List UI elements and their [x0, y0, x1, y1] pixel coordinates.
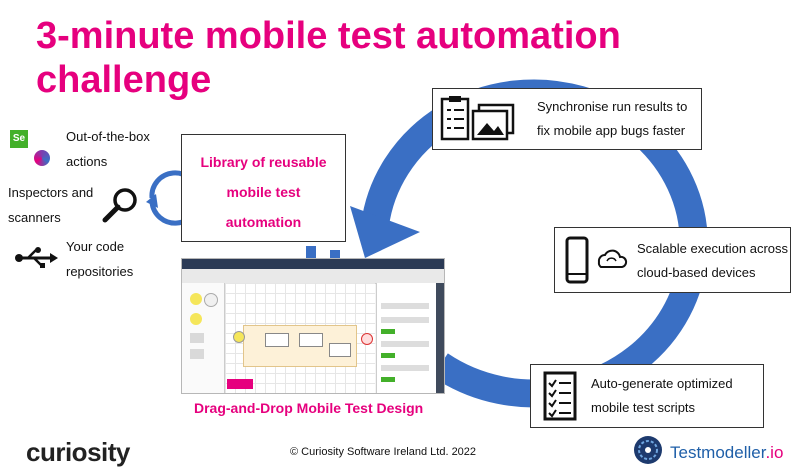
feature-label-line1: Your code: [66, 239, 125, 254]
clipboard-images-icon: [440, 96, 515, 141]
page-title: 3-minute mobile test automation challeng…: [36, 15, 621, 101]
callout-line2: mobile test scripts: [591, 400, 696, 415]
curiosity-logo: curiosity: [26, 437, 130, 467]
library-line1: Library of reusable: [200, 154, 327, 170]
callout-line1: Auto-generate optimized: [591, 376, 733, 391]
callout-line1: Synchronise run results to: [537, 99, 688, 114]
testmodeller-wordmark: Testmodeller.io: [670, 443, 783, 463]
copyright-footer: © Curiosity Software Ireland Ltd. 2022: [290, 446, 477, 458]
checklist-icon: [543, 371, 577, 421]
library-line2: mobile test: [226, 184, 301, 200]
callout-line2: cloud-based devices: [637, 265, 756, 280]
callout-line1: Scalable execution across: [637, 241, 789, 256]
callout-synchronise: Synchronise run results to fix mobile ap…: [432, 88, 702, 150]
feature-out-of-box: Se Out-of-the-box actions: [0, 124, 170, 174]
design-caption: Drag-and-Drop Mobile Test Design: [194, 400, 424, 416]
magnifier-icon: [102, 188, 137, 223]
callout-autogenerate: Auto-generate optimized mobile test scri…: [530, 364, 764, 428]
phone-cloud-icon: [565, 236, 628, 284]
feature-label-line2: scanners: [8, 210, 61, 225]
library-line3: automation: [225, 214, 302, 230]
feature-repositories: Your code repositories: [0, 234, 170, 284]
testmodeller-suffix: .io: [765, 443, 784, 462]
feature-inspectors: Inspectors and scanners: [0, 180, 175, 230]
feature-label-line2: actions: [66, 154, 108, 169]
selenium-icon: Se: [10, 130, 28, 148]
cycle-arrowhead: [350, 206, 420, 258]
testmodeller-logo-icon: [634, 436, 662, 464]
app-screenshot: [181, 258, 445, 394]
callout-line2: fix mobile app bugs faster: [537, 123, 686, 138]
callout-scalable: Scalable execution across cloud-based de…: [554, 227, 791, 293]
appium-icon: [34, 150, 50, 166]
feature-label-line1: Out-of-the-box: [66, 129, 150, 144]
feature-label-line2: repositories: [66, 264, 134, 279]
library-box: Library of reusable mobile test automati…: [181, 134, 346, 242]
testmodeller-main: Testmodeller: [670, 443, 766, 462]
feature-label-line1: Inspectors and: [8, 185, 94, 200]
usb-icon: [15, 247, 58, 268]
